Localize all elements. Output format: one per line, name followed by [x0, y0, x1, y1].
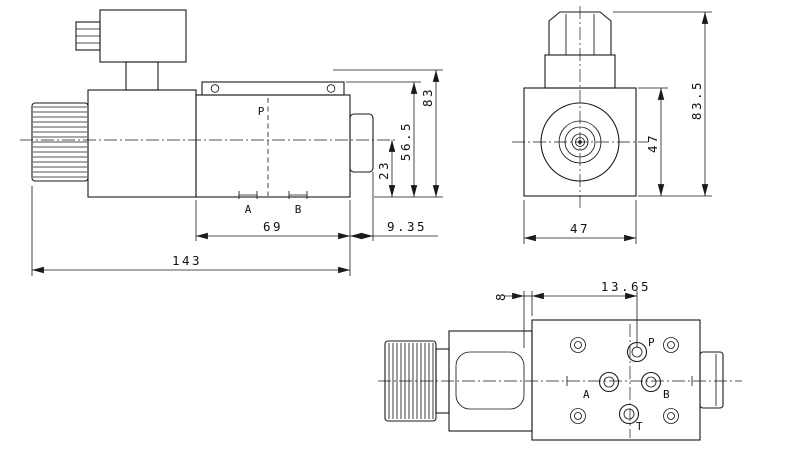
coil-center-dot	[578, 140, 582, 144]
port-label-p-side: P	[258, 105, 265, 118]
dim-text-8: 8	[493, 291, 508, 301]
dim-text-56-5: 56.5	[398, 121, 413, 161]
knurl-hatching	[33, 106, 87, 178]
solenoid-coil	[87, 89, 197, 198]
hex-bolt-facets	[565, 14, 595, 55]
end-view: 47 47 83.5	[512, 6, 712, 244]
valve-top-plate	[201, 81, 345, 96]
din-connector	[99, 9, 187, 63]
coil-ring-3	[571, 133, 589, 151]
dim-text-9-35: 9.35	[387, 219, 427, 234]
port-a-mark	[238, 191, 258, 199]
cable-gland-ridges	[76, 28, 100, 44]
dim-text-47-height: 47	[645, 133, 660, 153]
end-extension-lines	[523, 11, 712, 244]
port-label-t-bottom: T	[636, 420, 643, 433]
port-label-a-side: A	[245, 203, 252, 216]
coil-ring-4	[575, 137, 585, 147]
dim-text-13-65: 13.65	[601, 279, 651, 294]
connector-neck	[125, 61, 159, 91]
side-view: P A B 69 9.35 143 23 56.5 83	[20, 9, 443, 276]
plate-screw-left	[210, 84, 220, 93]
solenoid-tube	[455, 351, 525, 410]
valve-body-end	[523, 87, 637, 197]
valve-body-side	[195, 94, 351, 198]
coil-outer-circle	[540, 102, 620, 182]
coil-ring-2	[564, 126, 596, 158]
port-label-b-side: B	[295, 203, 302, 216]
dim-text-143: 143	[172, 253, 202, 268]
knurl-hatching-bottom	[388, 343, 434, 419]
coil-ring-1	[558, 120, 602, 164]
port-label-a-bottom: A	[583, 388, 590, 401]
dim-text-47-width: 47	[570, 221, 590, 236]
plate-screw-right	[326, 84, 336, 93]
end-cap-right	[349, 113, 374, 173]
port-label-b-bottom: B	[663, 388, 670, 401]
port-holes	[598, 341, 662, 425]
bottom-view: P A B T 8 13.65	[378, 279, 742, 441]
dim-text-83-5: 83.5	[689, 80, 704, 120]
mounting-holes	[570, 337, 679, 424]
dim-text-23: 23	[376, 160, 391, 180]
dim-text-83: 83	[420, 87, 435, 107]
centerline-ticks	[566, 376, 693, 386]
dim-text-69: 69	[263, 219, 283, 234]
port-b-mark	[288, 191, 308, 199]
end-cap-bottom	[699, 351, 724, 409]
port-label-p-bottom: P	[648, 336, 655, 349]
